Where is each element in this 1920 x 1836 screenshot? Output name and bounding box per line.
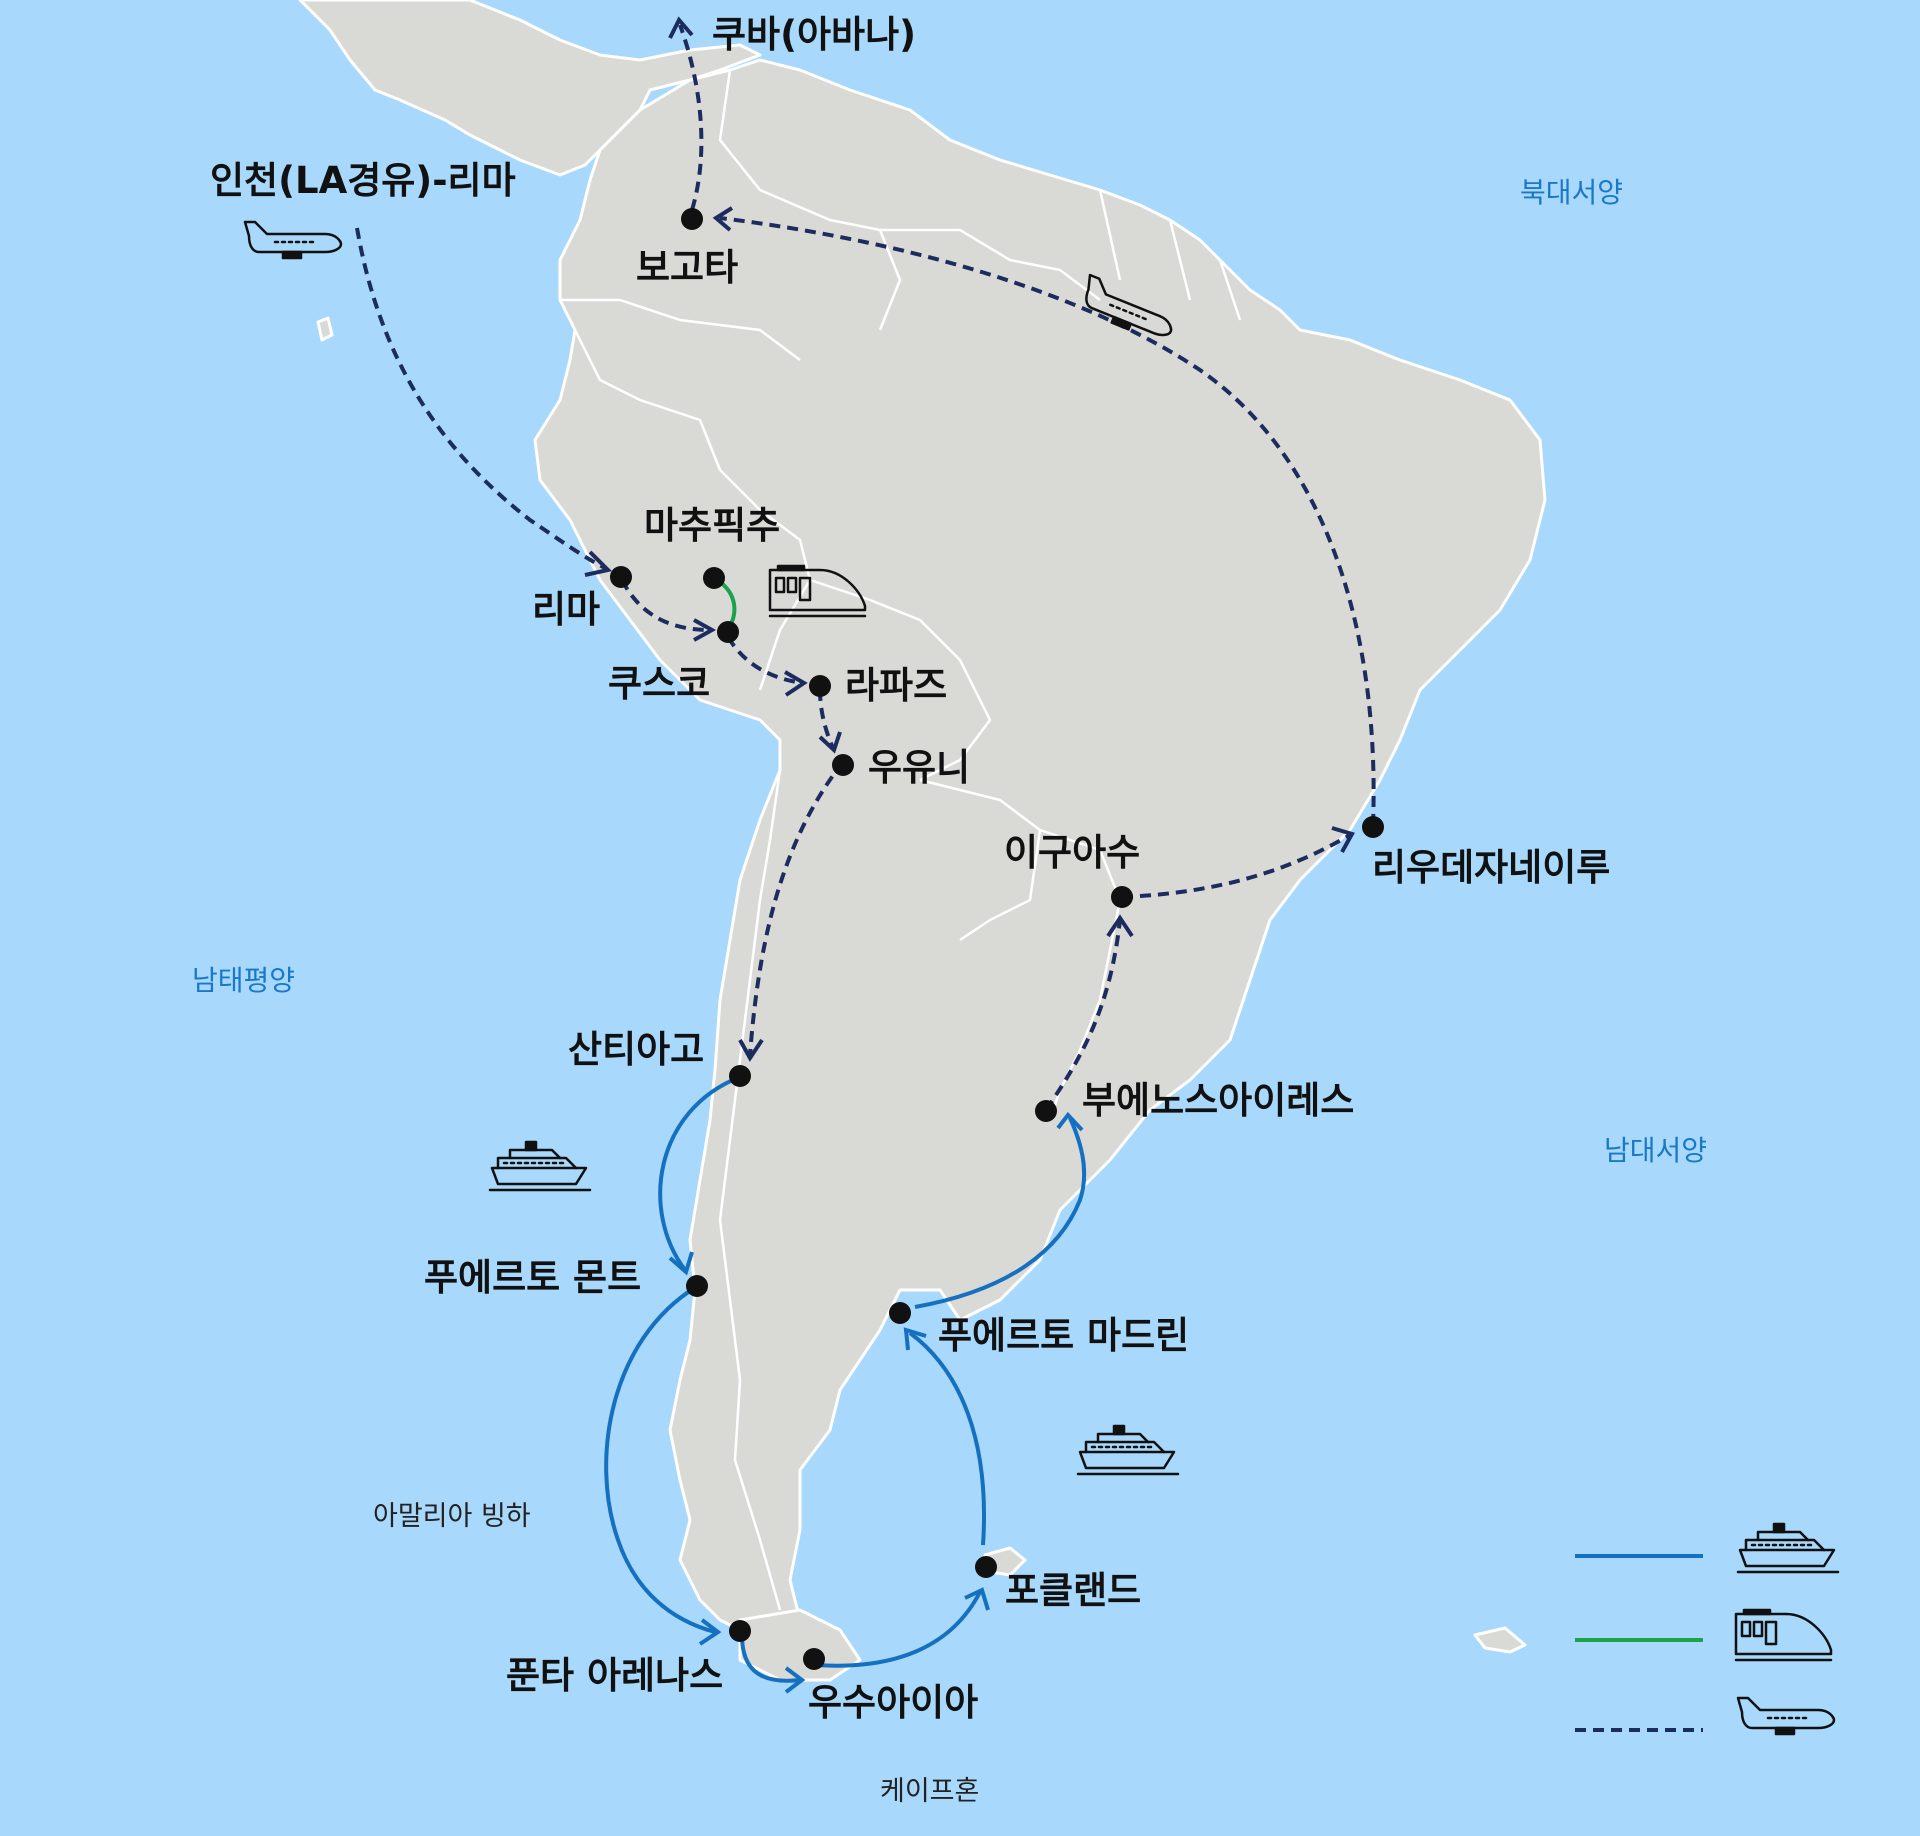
train-icon	[1734, 1608, 1833, 1662]
city-dot-buenosaires	[1035, 1100, 1057, 1122]
flight-route-incheon-lima	[355, 227, 606, 570]
cruise-ship-icon	[1736, 1522, 1840, 1574]
arrowheads	[584, 16, 1355, 1694]
city-label-havana: 쿠바(아바나)	[712, 13, 916, 56]
cruise-ship-icon	[488, 1140, 592, 1192]
city-dot-ushuaia	[803, 1648, 825, 1670]
arrow-to-bogota	[712, 206, 734, 232]
border-argentina-uruguay	[1048, 949, 1112, 1121]
border-bolivia-brazil	[809, 578, 992, 782]
city-label-falklands: 포클랜드	[1005, 1569, 1141, 1612]
city-label-puertomontt: 푸에르토 몬트	[424, 1256, 641, 1299]
arrow-to-puertomontt	[668, 1251, 694, 1276]
border-colombia-venezuela	[718, 69, 902, 331]
border-bolivia-paraguay	[919, 778, 1042, 942]
flight-route-lima-cusco	[620, 579, 711, 632]
arrow-to-puntaarenas	[698, 1618, 722, 1646]
arrow-to-falklands	[964, 1587, 990, 1611]
city-dot-machupicchu	[703, 567, 725, 589]
city-label-uyuni: 우유니	[868, 746, 970, 789]
city-label-bogota: 보고타	[636, 246, 738, 289]
city-dot-lima	[610, 566, 632, 588]
ocean-label-north-atlantic: 북대서양	[1520, 176, 1623, 209]
cruise-route-puntaarenas-ushuaia	[740, 1634, 801, 1683]
ocean-label-south-pacific: 남태평양	[192, 964, 295, 997]
flight-route-iguazu-rio	[1121, 833, 1352, 899]
arrow-to-iguazu	[1106, 914, 1134, 938]
flight-route-uyuni-santiago	[748, 760, 845, 1056]
arrow-to-havana	[668, 16, 694, 39]
arrow-to-lima	[584, 550, 613, 577]
legend-item-cruise	[1575, 1522, 1840, 1574]
city-labels: 인천(LA경유)-리마 쿠바(아바나) 보고타 마추픽추 리마 쿠스코 라파즈 …	[210, 13, 1610, 1724]
city-label-puertomadryn: 푸에르토 마드린	[938, 1314, 1189, 1357]
border-peru-brazil	[719, 469, 812, 691]
city-dot-bogota	[681, 208, 703, 230]
arrow-to-lapaz	[783, 670, 808, 697]
border-colombia-ecuador	[560, 298, 801, 361]
arrow-to-buenosaires	[1056, 1111, 1084, 1132]
city-label-ushuaia: 우수아이아	[808, 1681, 978, 1724]
legend-item-flight	[1575, 1696, 1836, 1736]
city-dot-lapaz	[809, 675, 831, 697]
city-dot-puntaarenas	[729, 1620, 751, 1642]
cruise-route-puertomontt-puntaarenas	[604, 1285, 716, 1634]
city-dot-iguazu	[1111, 886, 1133, 908]
border-chile-argentina	[718, 769, 782, 1611]
airplane-icon	[1085, 273, 1173, 337]
city-markers	[610, 208, 1384, 1670]
city-label-lima: 리마	[532, 588, 600, 631]
place-label-cape-horn: 케이프혼	[880, 1776, 979, 1807]
ocean-label-south-atlantic: 남대서양	[1604, 1134, 1707, 1167]
cruise-ship-icon	[1076, 1424, 1180, 1476]
city-label-puntaarenas: 푼타 아레나스	[506, 1654, 723, 1697]
city-dot-rio	[1362, 816, 1384, 838]
arrow-to-cusco	[693, 618, 717, 642]
city-label-cusco: 쿠스코	[608, 662, 710, 705]
route-origin-label: 인천(LA경유)-리마	[210, 159, 516, 202]
city-label-buenosaires: 부에노스아이레스	[1082, 1079, 1354, 1122]
flight-route-bogota-havana	[678, 24, 704, 211]
airplane-icon	[243, 220, 343, 260]
city-label-rio: 리우데자네이루	[1372, 846, 1610, 889]
city-dot-falklands	[975, 1556, 997, 1578]
arrow-to-ushuaia	[784, 1666, 806, 1694]
cruise-route-falklands-puertomadryn	[908, 1331, 986, 1546]
train-icon	[768, 564, 867, 618]
routes	[355, 16, 1376, 1694]
landmass	[298, 0, 1547, 1682]
city-dot-puertomontt	[686, 1275, 708, 1297]
legend-item-train	[1575, 1608, 1833, 1662]
galapagos-island	[316, 316, 334, 342]
city-label-santiago: 산티아고	[568, 1028, 704, 1071]
arrow-to-puertomadryn	[903, 1327, 927, 1351]
arrow-to-rio	[1331, 826, 1355, 853]
airplane-icon	[1736, 1696, 1836, 1736]
tierra-del-fuego	[738, 1608, 862, 1682]
cruise-route-ushuaia-falklands	[814, 1591, 982, 1668]
flight-route-buenosaires-iguazu	[1044, 919, 1122, 1112]
cruise-route-santiago-puertomontt	[658, 1075, 741, 1272]
city-dot-puertomadryn	[889, 1302, 911, 1324]
south-georgia-island	[1473, 1626, 1527, 1654]
border-ecuador-peru	[573, 329, 722, 471]
border-guianas	[1098, 189, 1242, 321]
city-dot-uyuni	[832, 754, 854, 776]
border-venezuela-brazil	[880, 228, 1101, 301]
cruise-route-puertomadryn-buenosaires	[914, 1117, 1087, 1309]
place-label-amalia-glacier: 아말리아 빙하	[373, 1501, 531, 1532]
flight-route-cusco-lapaz	[726, 635, 803, 685]
legend	[1575, 1522, 1840, 1736]
city-label-lapaz: 라파즈	[845, 664, 947, 707]
city-dot-santiago	[729, 1065, 751, 1087]
arrow-to-uyuni	[818, 731, 842, 754]
city-label-iguazu: 이구아수	[1004, 831, 1140, 874]
arrow-to-santiago	[738, 1038, 764, 1062]
city-dot-cusco	[717, 621, 739, 643]
city-label-machupicchu: 마추픽추	[644, 504, 780, 547]
flight-route-rio-bogota	[719, 216, 1376, 826]
